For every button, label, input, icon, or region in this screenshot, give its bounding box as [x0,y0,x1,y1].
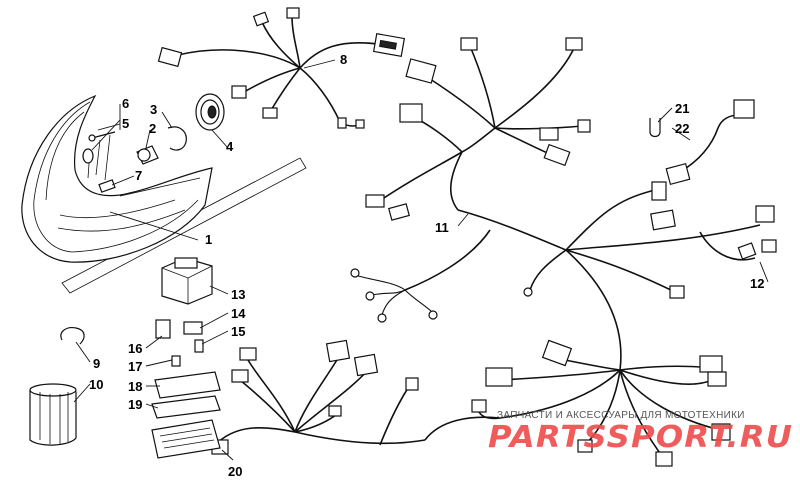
callout-8: 8 [340,52,347,67]
callout-1: 1 [205,232,212,247]
callout-7: 7 [135,168,142,183]
main-harness-11 [350,37,777,371]
callout-14: 14 [231,306,246,321]
callout-17: 17 [128,359,142,374]
headlight-assembly [21,94,307,294]
callout-18: 18 [128,379,142,394]
callout-5: 5 [122,116,129,131]
callout-13: 13 [231,287,245,302]
fuse-relay-parts [151,257,221,459]
bulb-and-seal-parts [82,93,225,165]
watermark: ЗАПЧАСТИ И АКСЕССУАРЫ ДЛЯ МОТОТЕХНИКИ PA… [488,410,793,455]
switch-lead-22 [649,99,755,186]
callout-6: 6 [122,96,129,111]
callout-20: 20 [228,464,242,479]
callout-4: 4 [226,139,234,154]
callout-11: 11 [435,220,449,235]
callout-22: 22 [675,121,689,136]
callout-3: 3 [150,102,157,117]
callout-10: 10 [89,377,103,392]
lower-harness [211,339,731,467]
clip-and-sleeve [29,327,85,446]
callout-9: 9 [93,356,100,371]
callout-2: 2 [149,121,156,136]
callout-12: 12 [750,276,764,291]
callout-19: 19 [128,397,142,412]
watermark-logo: PARTSSPORT.RU [488,420,793,455]
callout-16: 16 [128,341,142,356]
watermark-caption: ЗАПЧАСТИ И АКСЕССУАРЫ ДЛЯ МОТОТЕХНИКИ [497,410,745,421]
callout-15: 15 [231,324,245,339]
harness-8 [157,7,406,129]
callout-21: 21 [675,101,689,116]
leader-lines [73,59,769,461]
callout-labels: 1 2 3 4 5 6 7 8 9 10 11 12 13 14 15 16 1… [89,52,764,479]
